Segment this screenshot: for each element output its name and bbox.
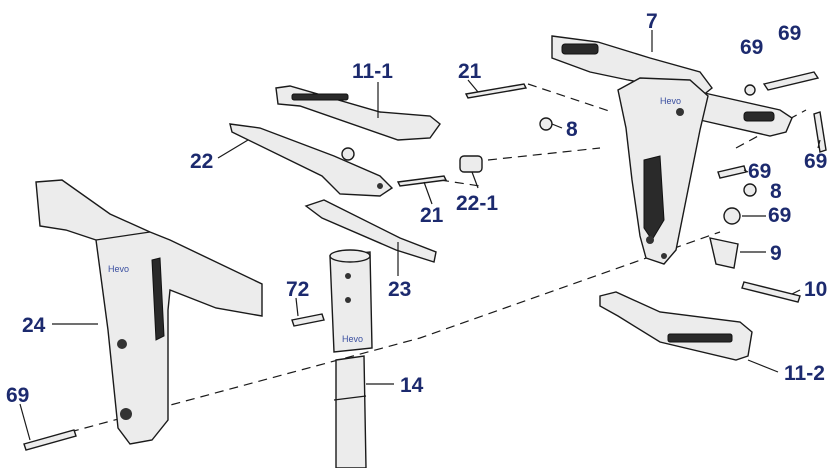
assembly-line-pin-lower [439, 179, 481, 187]
leader-21-upper [467, 79, 479, 93]
part-22-arm [229, 123, 394, 197]
leader-69-mid [743, 169, 749, 173]
assembly-line-upper [527, 83, 613, 113]
label-8-b: 8 [770, 180, 782, 203]
leader-21-lower [423, 181, 433, 205]
leader-72 [295, 297, 299, 317]
leader-10 [791, 289, 801, 295]
part-69-nut-mid [723, 207, 741, 225]
leader-8-upper [551, 123, 563, 129]
part-21-pin-upper [464, 83, 528, 99]
part-10-spring [741, 281, 801, 303]
label-22-1: 22-1 [456, 192, 498, 215]
part-72-screw [291, 313, 325, 327]
label-14: 14 [400, 374, 424, 397]
part-11-1-lever [275, 85, 441, 141]
part-69-bolt-right [813, 111, 827, 153]
part-69-bolt-lower [23, 429, 77, 451]
part-7-upper-bracket: Hevo [551, 35, 793, 265]
leader-22-1 [471, 171, 479, 189]
hevo-logo-lower: Hevo [108, 264, 129, 274]
leader-11-2 [747, 359, 779, 373]
assembly-line-right [735, 109, 807, 149]
part-24-lower-bracket: Hevo [35, 179, 263, 445]
assembly-line-pin [487, 147, 601, 161]
part-14-tube: Hevo [329, 249, 373, 468]
part-69-nut-upper [744, 84, 756, 96]
part-69-bolt-mid [717, 165, 747, 179]
assembly-line-main [69, 231, 721, 433]
label-22: 22 [190, 150, 213, 173]
label-7: 7 [646, 10, 658, 33]
label-69-c: 69 [804, 150, 827, 173]
label-23: 23 [388, 278, 411, 301]
label-72: 72 [286, 278, 309, 301]
label-21-a: 21 [458, 60, 482, 83]
leader-69-lower [19, 403, 31, 441]
part-9-clip [709, 237, 739, 269]
part-8-ball-upper [539, 117, 553, 131]
label-9: 9 [770, 242, 782, 265]
part-22-1-bushing [459, 155, 483, 173]
label-11-2: 11-2 [784, 362, 825, 385]
part-23-arm [304, 199, 437, 263]
label-69-e: 69 [768, 204, 791, 227]
part-21-pin-lower [396, 175, 448, 187]
label-10: 10 [804, 278, 827, 301]
leader-69-right [817, 139, 821, 149]
label-24: 24 [22, 314, 46, 337]
hevo-logo-tube: Hevo [342, 334, 363, 344]
label-69-d: 69 [748, 160, 771, 183]
label-69-a: 69 [740, 36, 763, 59]
hevo-logo-upper: Hevo [660, 96, 681, 106]
label-21-b: 21 [420, 204, 444, 227]
part-nut [341, 147, 355, 161]
label-8-a: 8 [566, 118, 578, 141]
label-11-1: 11-1 [352, 60, 393, 83]
leader-22 [217, 139, 249, 159]
label-69-f: 69 [6, 384, 29, 407]
part-8-ball-lower [743, 183, 757, 197]
part-11-2-lever [599, 291, 753, 361]
part-69-bolt-upper [762, 71, 820, 91]
label-69-b: 69 [778, 22, 801, 45]
